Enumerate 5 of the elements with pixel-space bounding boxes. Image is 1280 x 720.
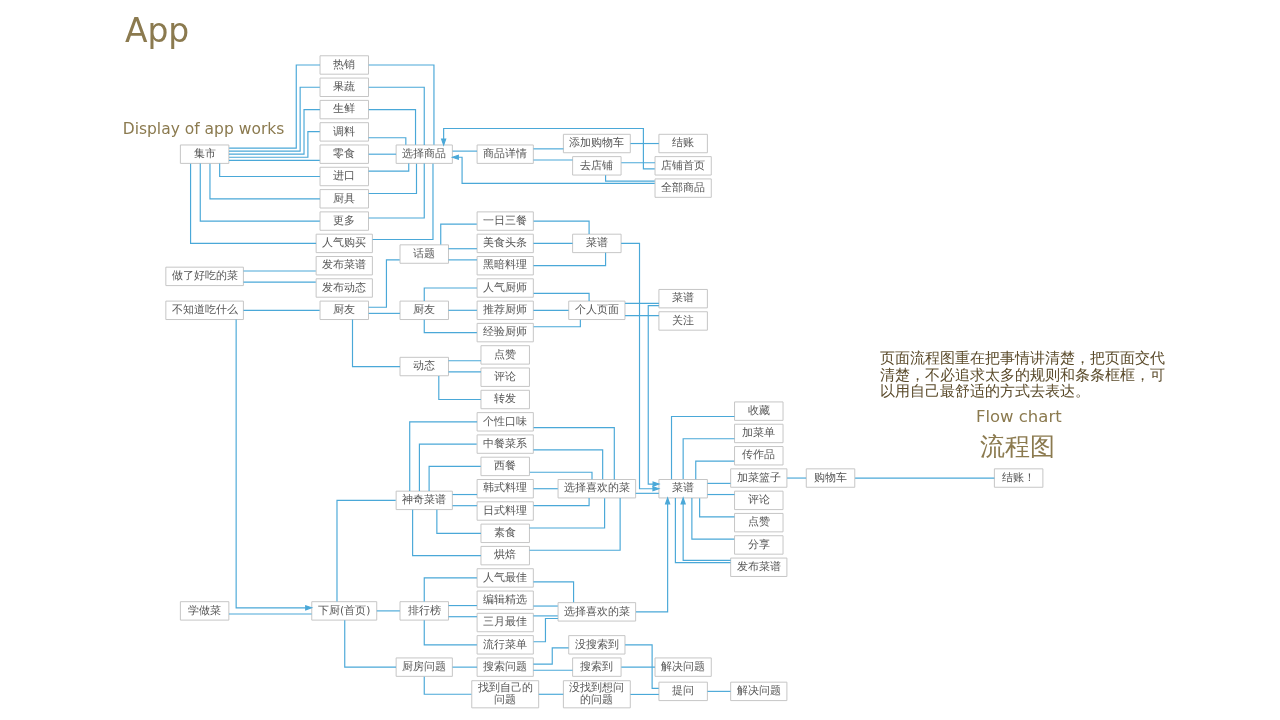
label: Flow chart	[975, 406, 1062, 426]
label: 页面流程图重在把事情讲清楚，把页面交代清楚，不必追求太多的规则和条条框框，可以用自己最舒适的方式去表达。	[879, 350, 1165, 400]
diagram-title: App	[124, 11, 190, 51]
label: Display of app works	[122, 119, 285, 138]
label: 流程图	[980, 432, 1056, 462]
